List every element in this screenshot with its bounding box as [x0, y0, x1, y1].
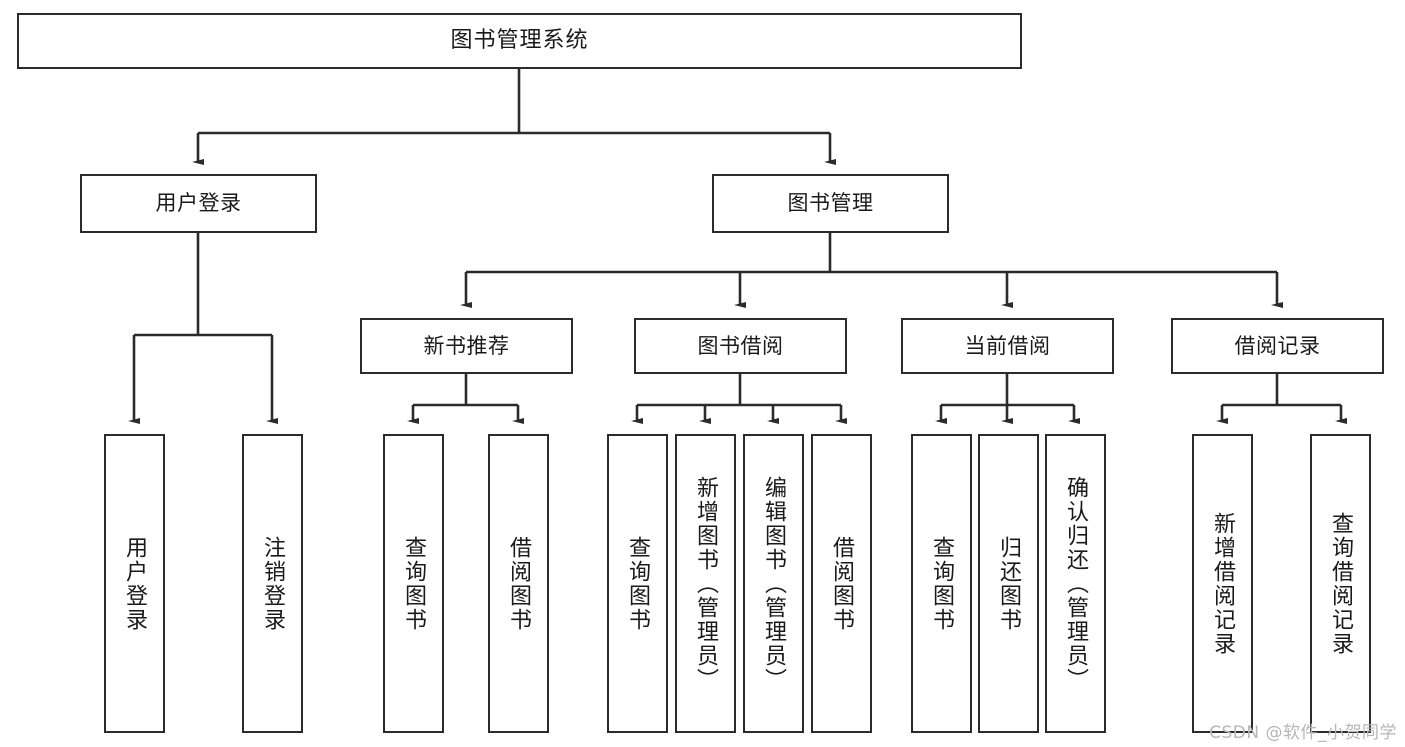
node-label: 图书管理系统 — [450, 28, 589, 54]
leaf-records-add-record[interactable]: 新增借阅记录 — [1192, 434, 1253, 733]
leaf-user-login-signin[interactable]: 用户登录 — [104, 434, 165, 733]
node-label: 注销登录 — [260, 535, 286, 632]
node-label: 图书借阅 — [697, 333, 784, 358]
node-label: 新增图书（管理员） — [693, 475, 719, 692]
leaf-borrow-borrow-book[interactable]: 借阅图书 — [811, 434, 872, 733]
leaf-current-return-book[interactable]: 归还图书 — [978, 434, 1039, 733]
leaf-borrow-add-book-admin[interactable]: 新增图书（管理员） — [675, 434, 736, 733]
node-label: 用户登录 — [122, 535, 148, 632]
node-label: 查询图书 — [401, 535, 427, 632]
node-label: 借阅图书 — [829, 535, 855, 632]
leaf-recommend-borrow-book[interactable]: 借阅图书 — [488, 434, 549, 733]
watermark: CSDN @软件_小贺同学 — [1209, 723, 1397, 743]
leaf-borrow-edit-book-admin[interactable]: 编辑图书（管理员） — [743, 434, 804, 733]
node-new-book-recommend[interactable]: 新书推荐 — [360, 318, 573, 374]
leaf-recommend-query-book[interactable]: 查询图书 — [383, 434, 444, 733]
node-book-borrow[interactable]: 图书借阅 — [634, 318, 847, 374]
node-label: 编辑图书（管理员） — [761, 475, 787, 692]
node-label: 借阅记录 — [1234, 333, 1321, 358]
leaf-current-query-book[interactable]: 查询图书 — [911, 434, 972, 733]
node-user-login[interactable]: 用户登录 — [80, 174, 317, 233]
node-borrow-records[interactable]: 借阅记录 — [1171, 318, 1384, 374]
leaf-current-confirm-return-admin[interactable]: 确认归还（管理员） — [1045, 434, 1106, 733]
node-label: 查询图书 — [929, 535, 955, 632]
node-label: 图书管理 — [787, 191, 874, 216]
node-label: 归还图书 — [996, 535, 1022, 632]
node-label: 当前借阅 — [964, 333, 1051, 358]
node-label: 确认归还（管理员） — [1063, 475, 1089, 692]
node-current-borrow[interactable]: 当前借阅 — [901, 318, 1114, 374]
leaf-records-query-record[interactable]: 查询借阅记录 — [1310, 434, 1371, 733]
node-label: 新书推荐 — [423, 333, 510, 358]
leaf-borrow-query-book[interactable]: 查询图书 — [607, 434, 668, 733]
node-label: 借阅图书 — [506, 535, 532, 632]
node-label: 新增借阅记录 — [1210, 511, 1236, 656]
node-label: 查询借阅记录 — [1328, 511, 1354, 656]
node-label: 查询图书 — [625, 535, 651, 632]
leaf-user-login-signout[interactable]: 注销登录 — [242, 434, 303, 733]
node-book-management[interactable]: 图书管理 — [712, 174, 949, 233]
node-root-system[interactable]: 图书管理系统 — [17, 13, 1022, 69]
node-label: 用户登录 — [155, 191, 242, 216]
